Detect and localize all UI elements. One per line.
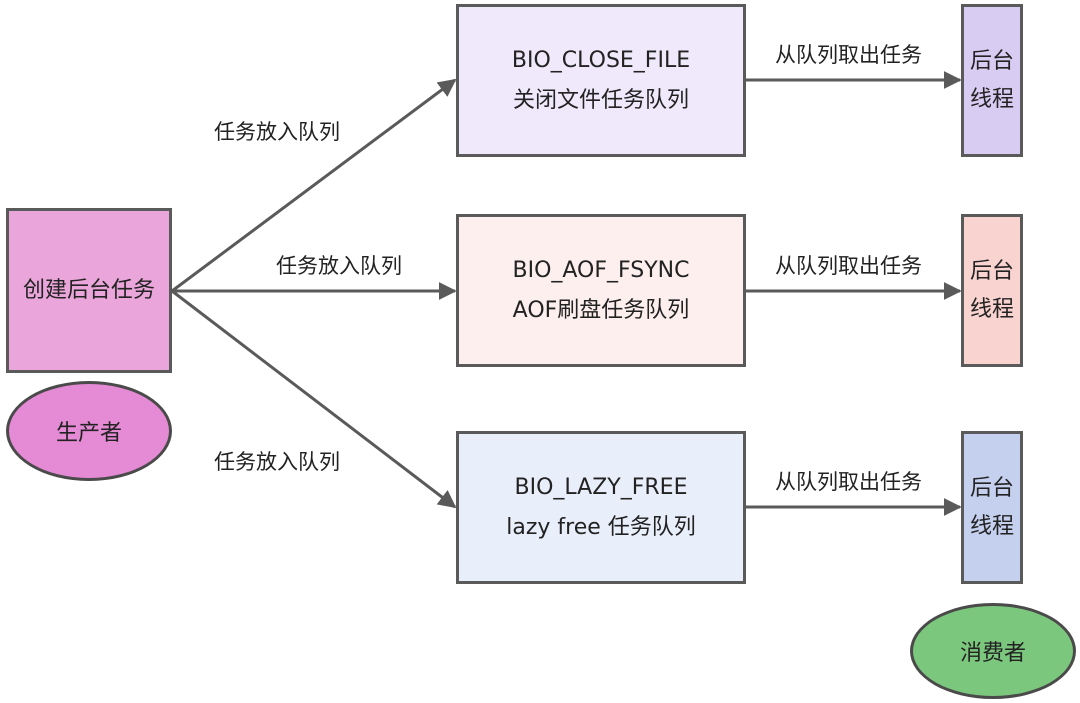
enqueue-label-1: 任务放入队列 bbox=[214, 120, 340, 144]
consumer-ellipse: 消费者 bbox=[910, 603, 1076, 699]
thread-label-line1: 后台 bbox=[969, 48, 1014, 74]
producer-role-label: 生产者 bbox=[55, 421, 122, 446]
queue-desc: AOF刷盘任务队列 bbox=[512, 297, 690, 323]
enqueue-label-3: 任务放入队列 bbox=[214, 450, 340, 474]
consumer-role-label: 消费者 bbox=[959, 641, 1026, 666]
queue-desc: 关闭文件任务队列 bbox=[512, 87, 689, 113]
arrow-producer-to-close-file bbox=[171, 78, 457, 293]
background-thread-2: 后台 线程 bbox=[961, 214, 1023, 367]
arrow-producer-to-lazy-free bbox=[171, 289, 457, 509]
queue-name: BIO_CLOSE_FILE bbox=[511, 47, 691, 73]
queue-desc: lazy free 任务队列 bbox=[506, 514, 696, 540]
queue-name: BIO_AOF_FSYNC bbox=[512, 257, 690, 283]
dequeue-label-1: 从队列取出任务 bbox=[775, 43, 922, 67]
queue-close-file: BIO_CLOSE_FILE 关闭文件任务队列 bbox=[456, 4, 746, 157]
producer-ellipse: 生产者 bbox=[6, 381, 172, 481]
queue-name: BIO_LAZY_FREE bbox=[514, 474, 688, 500]
thread-label-line2: 线程 bbox=[969, 86, 1014, 112]
queue-aof-fsync: BIO_AOF_FSYNC AOF刷盘任务队列 bbox=[456, 214, 746, 367]
producer-box-label: 创建后台任务 bbox=[22, 277, 155, 303]
queue-lazy-free: BIO_LAZY_FREE lazy free 任务队列 bbox=[456, 431, 746, 584]
background-thread-3: 后台 线程 bbox=[961, 431, 1023, 584]
thread-label-line1: 后台 bbox=[969, 475, 1014, 501]
enqueue-label-2: 任务放入队列 bbox=[276, 254, 402, 278]
dequeue-label-2: 从队列取出任务 bbox=[775, 254, 922, 278]
thread-label-line2: 线程 bbox=[969, 513, 1014, 539]
background-thread-1: 后台 线程 bbox=[961, 4, 1023, 157]
thread-label-line1: 后台 bbox=[969, 258, 1014, 284]
thread-label-line2: 线程 bbox=[969, 296, 1014, 322]
dequeue-label-3: 从队列取出任务 bbox=[775, 470, 922, 494]
producer-box: 创建后台任务 bbox=[6, 208, 172, 373]
